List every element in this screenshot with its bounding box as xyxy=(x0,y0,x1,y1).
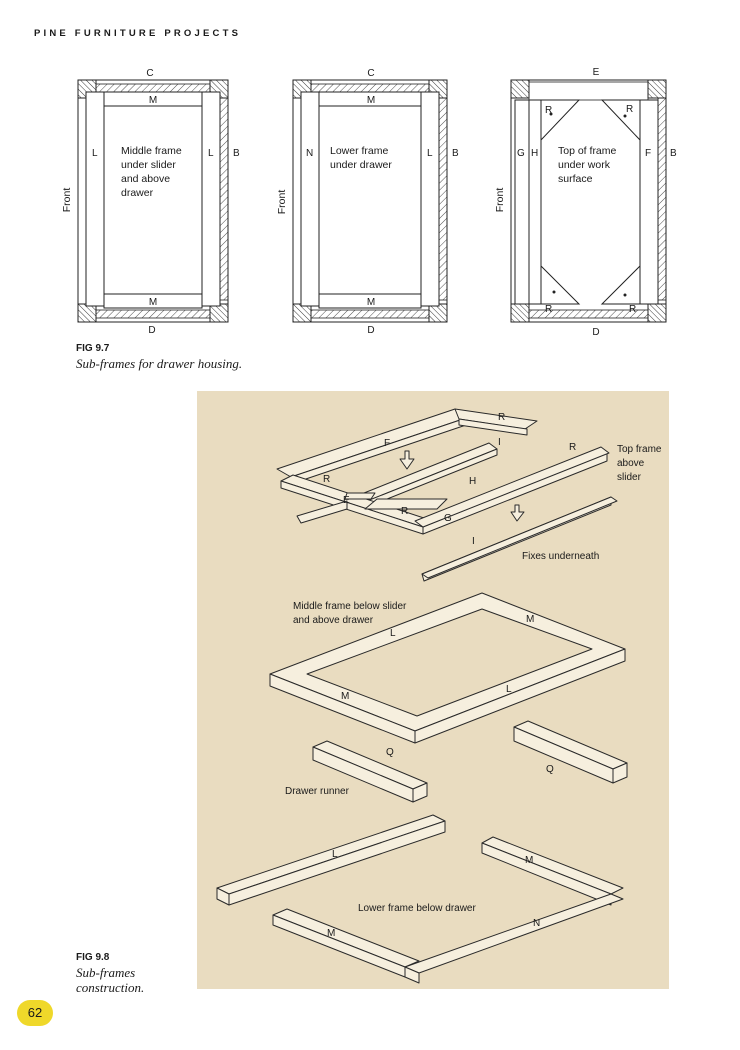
label-fixes: Fixes underneath xyxy=(522,551,599,562)
label-g: G xyxy=(517,148,525,159)
label-m: M xyxy=(327,928,335,939)
label-b: B xyxy=(233,148,240,159)
panel-top-frame: R R R R E D G H F B Front Top of frame u… xyxy=(494,67,677,338)
label-l: L xyxy=(427,148,433,159)
panel-text-line: Lower frame xyxy=(330,145,389,157)
panel-middle-frame: C M M D L L B Front Middle frame under s… xyxy=(61,68,240,336)
label-b: B xyxy=(452,148,459,159)
label-lower-frame: Lower frame below drawer xyxy=(358,903,476,914)
label-r: R xyxy=(498,412,505,423)
label-l: L xyxy=(208,148,214,159)
label-l: L xyxy=(92,148,98,159)
label-c: C xyxy=(367,68,374,79)
drawer-runner-parts xyxy=(312,720,628,803)
label-top-frame: slider xyxy=(617,472,642,483)
panel-text-line: Middle frame xyxy=(121,145,182,157)
label-r: R xyxy=(323,474,330,485)
label-h: H xyxy=(531,148,538,159)
label-l: L xyxy=(332,849,338,860)
label-d: D xyxy=(367,325,374,336)
panel-text-line: and above xyxy=(121,173,170,185)
label-i: I xyxy=(498,437,501,448)
label-b: B xyxy=(670,148,677,159)
panel-text-line: under drawer xyxy=(330,159,392,171)
label-i: I xyxy=(472,536,475,547)
label-middle-frame: Middle frame below slider xyxy=(293,601,407,612)
panel-text-line: under work xyxy=(558,159,611,171)
label-m: M xyxy=(149,95,157,106)
lower-frame-parts xyxy=(216,814,624,984)
label-r: R xyxy=(629,304,636,315)
label-r: R xyxy=(401,506,408,517)
fig-9-7-caption: Sub-frames for drawer housing. xyxy=(76,356,243,371)
panel-text-line: Top of frame xyxy=(558,145,617,157)
label-l: L xyxy=(506,684,512,695)
label-r: R xyxy=(569,442,576,453)
label-m: M xyxy=(341,691,349,702)
label-m: M xyxy=(525,855,533,866)
label-front: Front xyxy=(494,188,506,213)
label-d: D xyxy=(592,327,599,338)
label-r: R xyxy=(545,304,552,315)
page-number-badge: 62 xyxy=(17,1000,53,1026)
label-f: F xyxy=(384,438,390,449)
label-m: M xyxy=(526,614,534,625)
label-front: Front xyxy=(276,190,288,215)
label-n: N xyxy=(533,918,540,929)
label-middle-frame: and above drawer xyxy=(293,615,374,626)
label-d: D xyxy=(148,325,155,336)
label-h: H xyxy=(469,476,476,487)
label-top-frame: above xyxy=(617,458,645,469)
running-head: PINE FURNITURE PROJECTS xyxy=(34,28,242,39)
label-m: M xyxy=(367,297,375,308)
label-e: E xyxy=(343,495,350,506)
label-top-frame: Top frame xyxy=(617,444,662,455)
top-frame-parts xyxy=(276,408,618,582)
label-c: C xyxy=(146,68,153,79)
panel-text-line: drawer xyxy=(121,187,154,199)
label-r: R xyxy=(545,105,552,116)
label-m: M xyxy=(367,95,375,106)
fig-9-8-labels: R F I R Top frame above slider R H E R G… xyxy=(285,412,662,939)
label-q: Q xyxy=(546,764,554,775)
label-m: M xyxy=(149,297,157,308)
label-g: G xyxy=(444,513,452,524)
label-front: Front xyxy=(61,188,73,213)
label-e: E xyxy=(593,67,600,78)
label-l: L xyxy=(390,628,396,639)
fig-9-7-diagrams: C M M D L L B Front Middle frame under s… xyxy=(61,67,677,338)
fig-9-8-caption-line: Sub-frames xyxy=(76,965,136,980)
fig-9-7-number: FIG 9.7 xyxy=(76,343,110,354)
fig-9-8-illustration: R F I R Top frame above slider R H E R G… xyxy=(197,391,669,989)
label-drawer-runner: Drawer runner xyxy=(285,786,350,797)
fig-9-8-number: FIG 9.8 xyxy=(76,952,110,963)
label-n: N xyxy=(306,148,313,159)
panel-lower-frame: C M M D N L B Front Lower frame under dr… xyxy=(276,68,459,336)
label-r: R xyxy=(626,104,633,115)
label-f: F xyxy=(645,148,651,159)
panel-text-line: surface xyxy=(558,173,593,185)
label-q: Q xyxy=(386,747,394,758)
panel-text-line: under slider xyxy=(121,159,176,171)
fig-9-8-caption-line: construction. xyxy=(76,980,145,995)
middle-frame-parts xyxy=(269,592,626,744)
